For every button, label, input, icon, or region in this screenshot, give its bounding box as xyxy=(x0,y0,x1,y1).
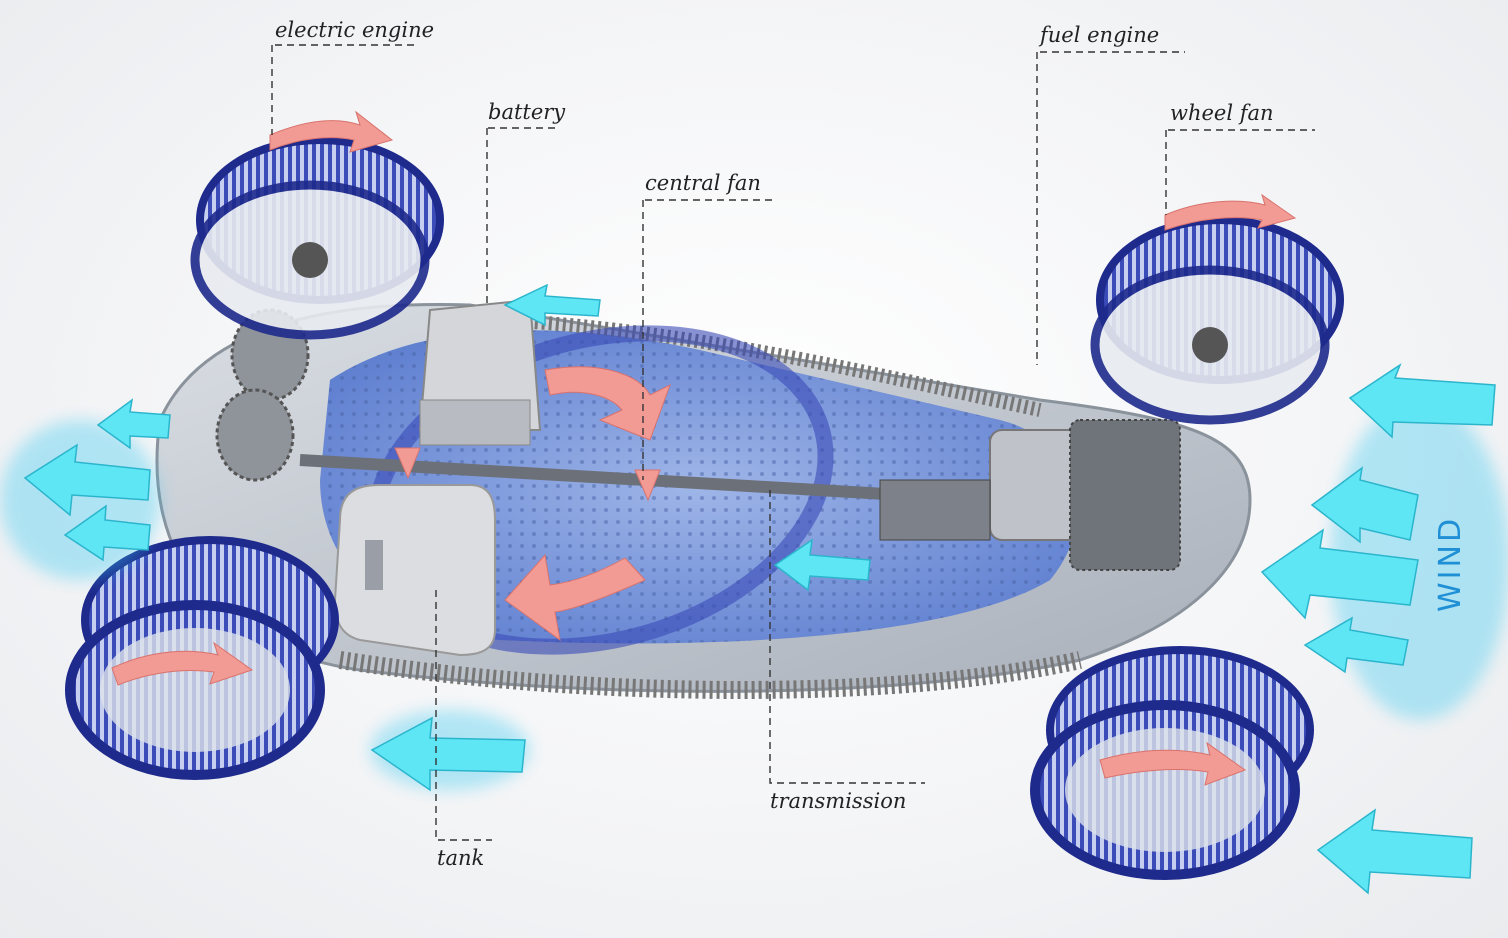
airflow-arrow-icon xyxy=(1348,363,1496,439)
label-transmission: transmission xyxy=(770,789,906,813)
label-electric-engine: electric engine xyxy=(275,18,434,42)
battery xyxy=(418,298,542,446)
rotation-arrow-icon xyxy=(111,641,254,686)
wheel-front-left xyxy=(190,136,444,340)
airflow-arrows xyxy=(0,283,1508,895)
airflow-arrow-icon xyxy=(1303,616,1409,674)
airflow-arrow-icon xyxy=(63,504,151,562)
airflow-arrow-icon xyxy=(1316,808,1473,895)
label-central-fan: central fan xyxy=(645,171,761,195)
rotation-arrow-icon xyxy=(1099,741,1247,786)
label-tank: tank xyxy=(437,846,484,870)
airflow-arrow-icon xyxy=(503,283,601,327)
airflow-arrow-icon xyxy=(1260,528,1419,620)
fuel-tank xyxy=(333,484,496,657)
airflow-arrow-icon xyxy=(773,538,871,592)
label-wind: WIND xyxy=(1433,516,1468,612)
leader-lines xyxy=(271,44,1315,841)
wheel-front-right xyxy=(65,536,339,780)
gearbox xyxy=(879,479,991,541)
label-wheel-fan: wheel fan xyxy=(1170,101,1274,125)
airflow-arrow-icon xyxy=(23,443,151,517)
rotation-arrow-icon xyxy=(394,447,421,480)
rotation-arrow-icon xyxy=(634,469,661,502)
rotation-arrows xyxy=(111,110,1297,786)
airflow-arrow-icon xyxy=(96,398,171,450)
rotation-arrow-icon xyxy=(544,366,671,441)
label-battery: battery xyxy=(488,100,566,124)
label-fuel-engine: fuel engine xyxy=(1038,23,1159,47)
wheel-rear-right xyxy=(1090,216,1344,425)
fuel-engine xyxy=(989,419,1181,571)
airflow-arrow-icon xyxy=(1310,466,1419,544)
airflow-arrow-icon xyxy=(370,716,526,792)
rotation-arrow-icon xyxy=(269,110,394,153)
rotation-arrow-icon xyxy=(504,553,646,642)
rotation-arrow-icon xyxy=(1164,193,1297,231)
